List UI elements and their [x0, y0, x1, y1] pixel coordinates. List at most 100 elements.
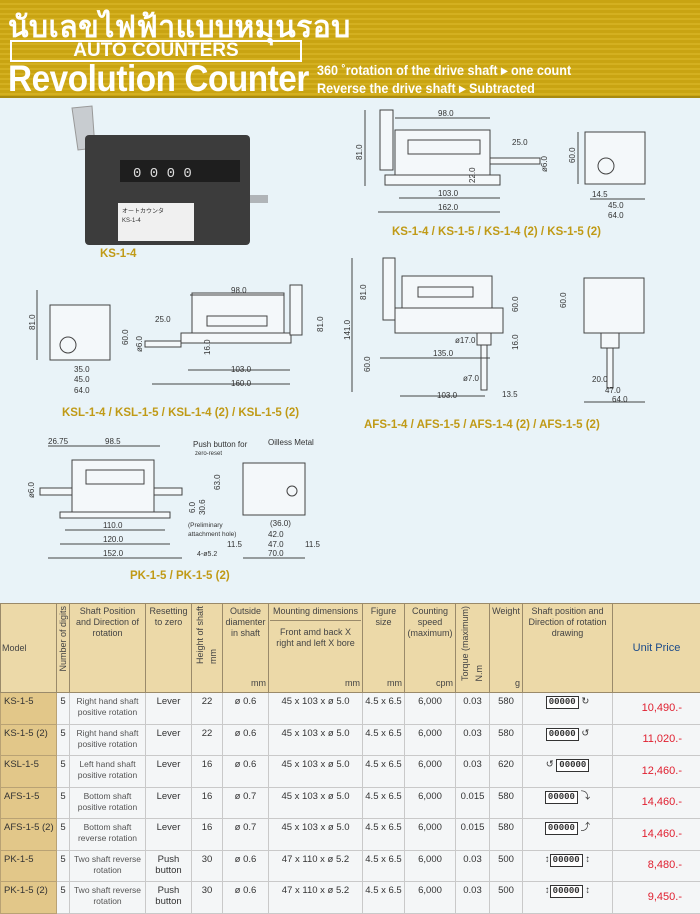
cell-model: AFS-1-5: [1, 787, 57, 819]
svg-text:60.0: 60.0: [121, 329, 130, 345]
svg-text:81.0: 81.0: [355, 144, 364, 160]
cell-model: KSL-1-5: [1, 756, 57, 788]
counter-digits: 00000: [550, 885, 583, 898]
cell-shaft: Bottom shaft reverse rotation: [70, 819, 146, 851]
cell-digits: 5: [57, 756, 70, 788]
counter-digits: 00000: [546, 728, 579, 741]
svg-text:ø7.0: ø7.0: [463, 374, 480, 383]
cell-weight: 580: [490, 724, 523, 756]
svg-text:KS-1-4: KS-1-4: [122, 218, 141, 224]
cell-shaft: Right hand shaft positive rotation: [70, 724, 146, 756]
cell-digits: 5: [57, 819, 70, 851]
drawing-ksl: 81.0 60.0 35.0 45.0 64.0 98.0 25.0 ø6.0 …: [28, 285, 325, 419]
cell-price: 11,020.-: [613, 724, 700, 756]
afs-caption: AFS-1-4 / AFS-1-5 / AFS-1-4 (2) / AFS-1-…: [364, 419, 600, 431]
svg-text:103.0: 103.0: [231, 365, 252, 374]
photo-caption: KS-1-4: [100, 248, 137, 260]
cell-price: 14,460.-: [613, 819, 700, 851]
cell-figure: 4.5 x 6.5: [363, 850, 405, 882]
svg-text:attachment hole): attachment hole): [188, 531, 236, 538]
cell-speed: 6,000: [405, 693, 456, 725]
cell-torque: 0.015: [456, 787, 490, 819]
drawing-pk: 26.75 98.5 ø6.0 63.0 6.0 30.6 110.0 120.…: [27, 437, 321, 582]
svg-text:81.0: 81.0: [28, 314, 37, 330]
svg-text:Oilless Metal: Oilless Metal: [268, 438, 314, 447]
pk-caption: PK-1-5 / PK-1-5 (2): [130, 570, 230, 582]
col-shaft: Shaft Position and Direction of rotation: [70, 604, 146, 693]
cell-speed: 6,000: [405, 882, 456, 914]
cell-mounting: 47 x 110 x ø 5.2: [269, 850, 363, 882]
cell-digits: 5: [57, 882, 70, 914]
cell-figure: 4.5 x 6.5: [363, 882, 405, 914]
svg-text:20.0: 20.0: [592, 375, 608, 384]
cell-weight: 580: [490, 693, 523, 725]
svg-text:64.0: 64.0: [74, 386, 90, 395]
cell-reset: Lever: [146, 787, 192, 819]
counter-digits: 00000: [545, 822, 578, 835]
cell-model: PK-1-5: [1, 850, 57, 882]
svg-text:45.0: 45.0: [608, 201, 624, 210]
cell-speed: 6,000: [405, 787, 456, 819]
svg-text:63.0: 63.0: [213, 474, 222, 490]
cell-height: 30: [192, 882, 223, 914]
cell-figure: 4.5 x 6.5: [363, 819, 405, 851]
svg-text:45.0: 45.0: [74, 375, 90, 384]
svg-text:47.0: 47.0: [268, 540, 284, 549]
svg-text:オートカウンタ: オートカウンタ: [122, 207, 164, 215]
cell-price: 9,450.-: [613, 882, 700, 914]
cell-digits: 5: [57, 850, 70, 882]
counter-digits: 00000: [556, 759, 589, 772]
cell-figure: 4.5 x 6.5: [363, 756, 405, 788]
svg-text:35.0: 35.0: [74, 365, 90, 374]
cell-height: 22: [192, 693, 223, 725]
col-drawing: Shaft position and Direction of rotation…: [523, 604, 613, 693]
svg-text:25.0: 25.0: [155, 315, 171, 324]
cell-price: 10,490.-: [613, 693, 700, 725]
cell-shaft: Two shaft reverse rotation: [70, 850, 146, 882]
cell-price: 14,460.-: [613, 787, 700, 819]
col-height: Height of shaft mm: [192, 604, 223, 693]
svg-text:ø6.0: ø6.0: [135, 335, 144, 352]
svg-text:6.0: 6.0: [188, 501, 197, 513]
photo-display: 0 0 0 0: [133, 166, 192, 182]
svg-text:30.6: 30.6: [198, 499, 207, 515]
cell-torque: 0.03: [456, 693, 490, 725]
right-shaft-reverse-icon: 00000 ↺: [523, 724, 613, 756]
product-photo: 0 0 0 0 オートカウンタ KS-1-4 KS-1-4: [72, 106, 268, 260]
svg-text:13.5: 13.5: [502, 390, 518, 399]
counter-digits: 00000: [546, 696, 579, 709]
cell-outside: ø 0.6: [223, 756, 269, 788]
cell-reset: Lever: [146, 819, 192, 851]
cell-weight: 500: [490, 850, 523, 882]
left-shaft-positive-icon: ↺ 00000: [523, 756, 613, 788]
col-price: Unit Price: [613, 604, 700, 693]
cell-reset: Lever: [146, 756, 192, 788]
cell-torque: 0.03: [456, 724, 490, 756]
svg-text:60.0: 60.0: [363, 356, 372, 372]
cell-outside: ø 0.6: [223, 724, 269, 756]
cell-speed: 6,000: [405, 850, 456, 882]
two-shaft-icon: ↕00000 ↕: [523, 850, 613, 882]
cell-price: 8,480.-: [613, 850, 700, 882]
cell-model: AFS-1-5 (2): [1, 819, 57, 851]
ks-caption: KS-1-4 / KS-1-5 / KS-1-4 (2) / KS-1-5 (2…: [392, 226, 601, 238]
cell-weight: 620: [490, 756, 523, 788]
cell-mounting: 45 x 103 x ø 5.0: [269, 724, 363, 756]
cell-torque: 0.015: [456, 819, 490, 851]
counter-digits: 00000: [545, 791, 578, 804]
svg-text:26.75: 26.75: [48, 437, 69, 446]
svg-text:(36.0): (36.0): [270, 519, 291, 528]
cell-reset: Push button: [146, 850, 192, 882]
svg-text:ø6.0: ø6.0: [540, 155, 549, 172]
cell-shaft: Right hand shaft positive rotation: [70, 693, 146, 725]
col-torque: Torque (maximum) N.m: [456, 604, 490, 693]
cell-outside: ø 0.6: [223, 693, 269, 725]
svg-text:81.0: 81.0: [359, 284, 368, 300]
